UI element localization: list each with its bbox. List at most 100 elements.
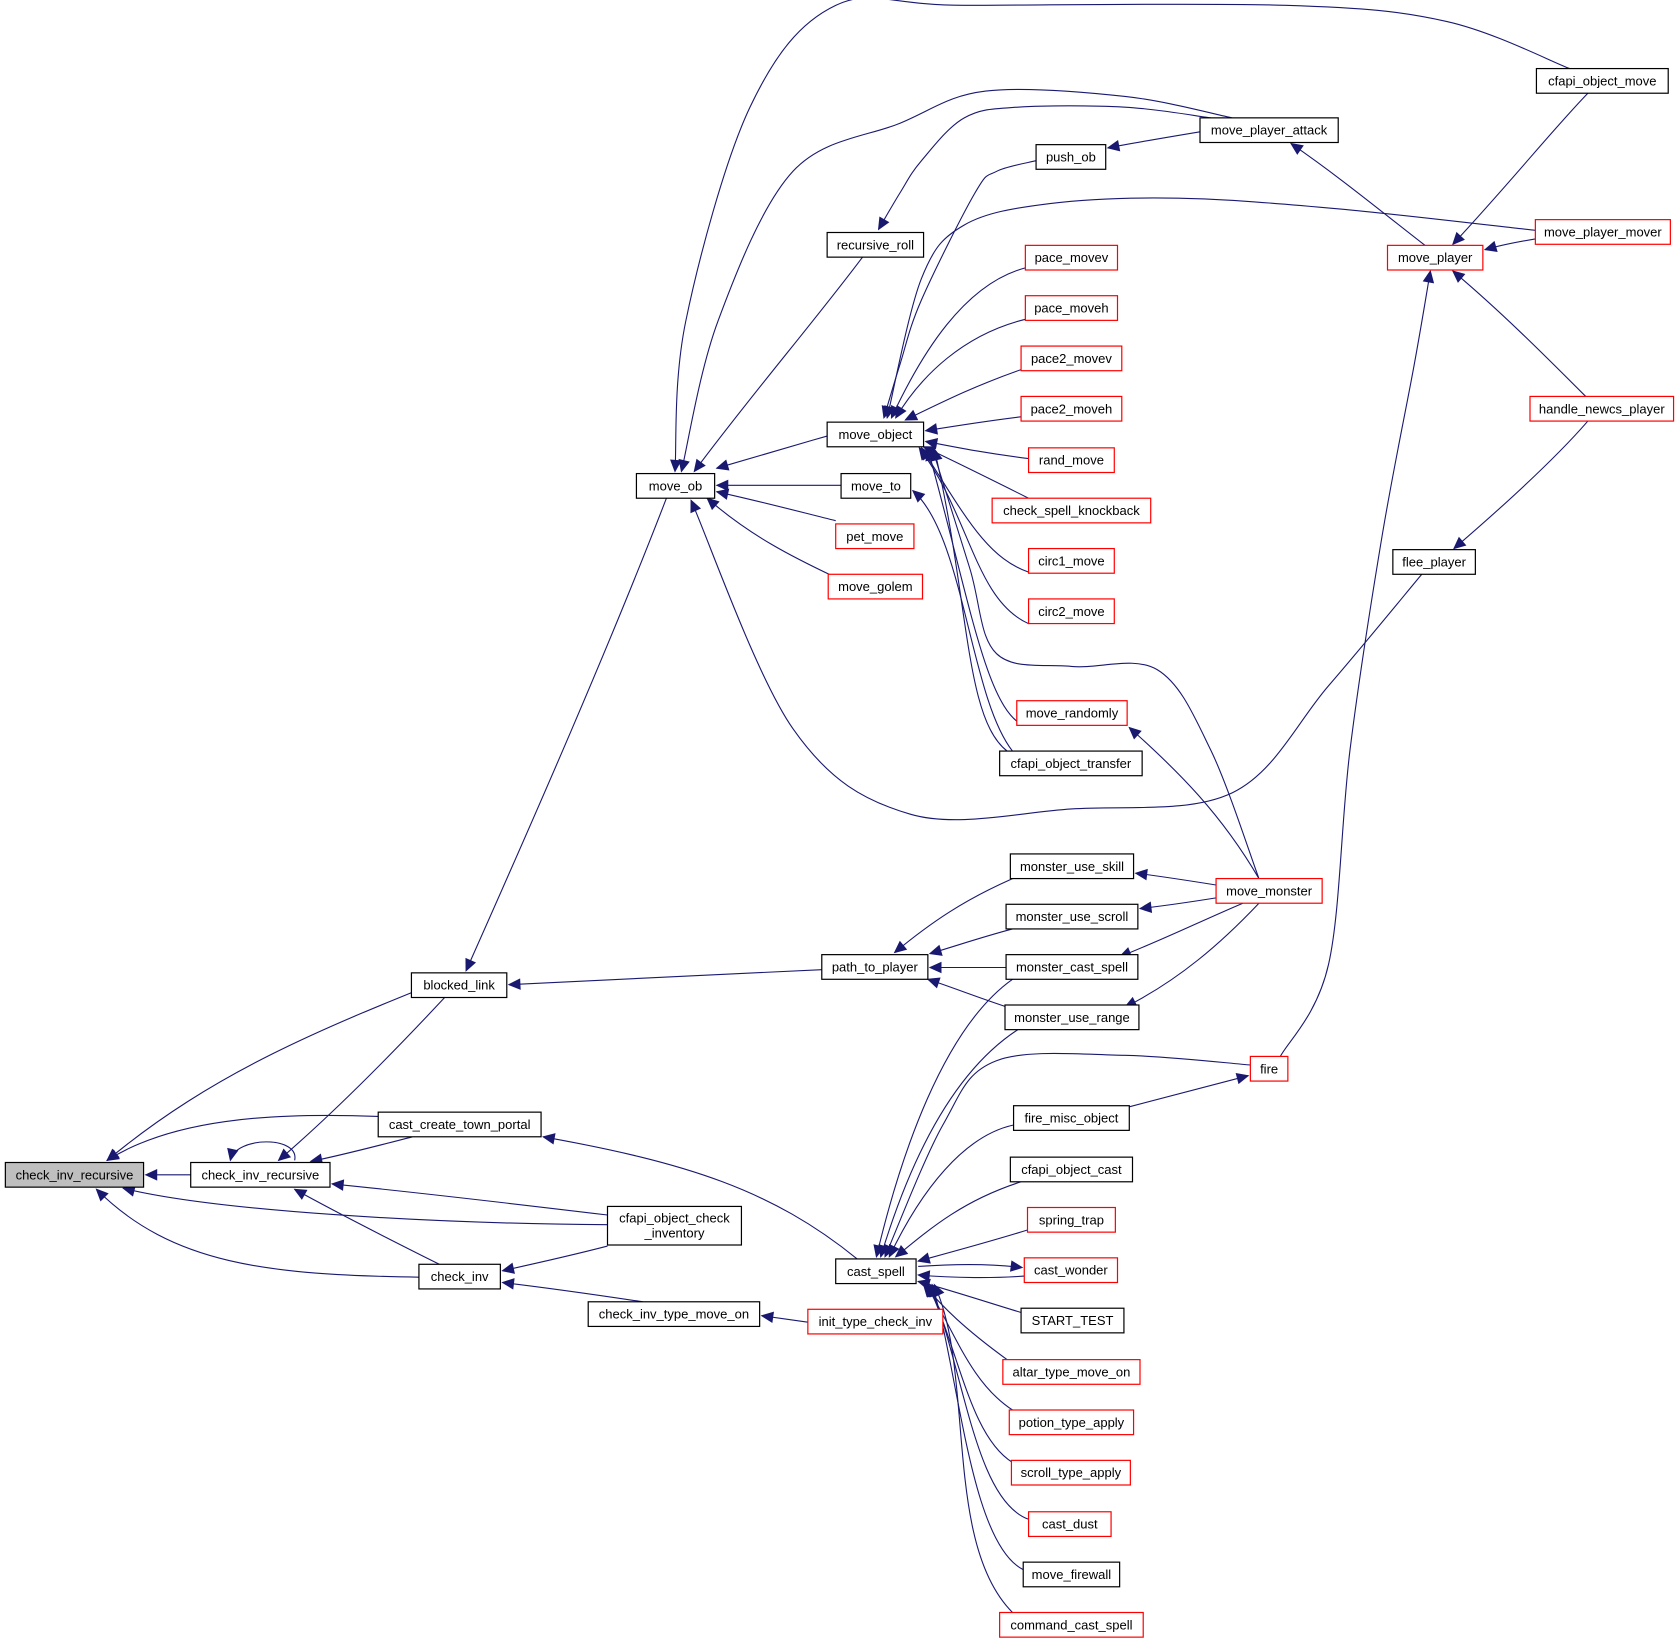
node-recursive-roll[interactable]: recursive_roll: [826, 231, 925, 258]
node-cfapi-object-transfer[interactable]: cfapi_object_transfer: [999, 750, 1143, 777]
node-monster-cast-spell[interactable]: monster_cast_spell: [1005, 954, 1139, 980]
node-box[interactable]: [1009, 1156, 1134, 1183]
node-box[interactable]: [1005, 954, 1139, 980]
node-handle-newcs-player[interactable]: handle_newcs_player: [1529, 395, 1675, 422]
node-box[interactable]: [606, 1205, 743, 1246]
node-box[interactable]: [1020, 345, 1123, 372]
node-box[interactable]: [826, 421, 925, 448]
node-check-spell-knockback[interactable]: check_spell_knockback: [991, 497, 1152, 524]
node-box[interactable]: [190, 1161, 331, 1188]
node-monster-use-scroll[interactable]: monster_use_scroll: [1005, 903, 1139, 930]
node-box[interactable]: [1026, 1206, 1116, 1233]
node-pet-move[interactable]: pet_move: [835, 523, 915, 550]
node-cfapi-object-cast[interactable]: cfapi_object_cast: [1009, 1156, 1134, 1183]
node-cfapi-object-check-inventory[interactable]: cfapi_object_check_inventory: [606, 1205, 743, 1246]
node-box[interactable]: [1012, 1105, 1130, 1131]
node-box[interactable]: [1022, 1561, 1121, 1588]
node-cfapi-object-move[interactable]: cfapi_object_move: [1535, 67, 1669, 94]
node-move-randomly[interactable]: move_randomly: [1016, 700, 1128, 726]
node-move-player-mover[interactable]: move_player_mover: [1534, 219, 1671, 245]
node-box[interactable]: [1005, 903, 1139, 930]
node-fire-misc-object[interactable]: fire_misc_object: [1012, 1105, 1130, 1131]
node-scroll-type-apply[interactable]: scroll_type_apply: [1010, 1459, 1131, 1486]
node-box[interactable]: [1529, 395, 1675, 422]
node-move-monster[interactable]: move_monster: [1215, 877, 1323, 904]
node-box[interactable]: [1027, 547, 1115, 574]
node-box[interactable]: [840, 472, 912, 499]
node-move-object[interactable]: move_object: [826, 421, 925, 448]
node-circ2-move[interactable]: circ2_move: [1027, 598, 1115, 625]
node-fire[interactable]: fire: [1249, 1055, 1289, 1082]
node-box[interactable]: [1024, 295, 1119, 321]
node-check-inv-type-move-on[interactable]: check_inv_type_move_on: [587, 1301, 761, 1328]
node-box[interactable]: [1215, 877, 1323, 904]
node-pace-movev[interactable]: pace_movev: [1024, 244, 1119, 271]
node-box[interactable]: [827, 573, 924, 600]
node-move-golem[interactable]: move_golem: [827, 573, 924, 600]
node-box[interactable]: [1027, 1511, 1112, 1538]
node-box[interactable]: [807, 1308, 944, 1335]
node-box[interactable]: [835, 1258, 917, 1285]
node-box[interactable]: [377, 1111, 542, 1138]
node-box[interactable]: [1020, 1307, 1125, 1334]
node-path-to-player[interactable]: path_to_player: [821, 954, 929, 980]
node-command-cast-spell[interactable]: command_cast_spell: [999, 1611, 1144, 1638]
node-box[interactable]: [991, 497, 1152, 524]
node-pace-moveh[interactable]: pace_moveh: [1024, 295, 1119, 321]
node-box[interactable]: [1016, 700, 1128, 726]
node-box[interactable]: [1249, 1055, 1289, 1082]
node-flee-player[interactable]: flee_player: [1392, 549, 1476, 575]
node-box[interactable]: [826, 231, 925, 258]
node-blocked-link[interactable]: blocked_link: [410, 972, 508, 999]
node-circ1-move[interactable]: circ1_move: [1027, 547, 1115, 574]
node-box[interactable]: [587, 1301, 761, 1328]
node-move-player[interactable]: move_player: [1386, 244, 1484, 271]
node-box[interactable]: [1023, 1257, 1119, 1284]
node-box[interactable]: [1020, 395, 1123, 422]
node-cast-dust[interactable]: cast_dust: [1027, 1511, 1112, 1538]
node-box[interactable]: [410, 972, 508, 999]
node-box[interactable]: [1392, 549, 1476, 575]
node-box[interactable]: [1008, 1409, 1135, 1436]
node-box[interactable]: [1035, 144, 1107, 170]
node-altar-type-move-on[interactable]: altar_type_move_on: [1002, 1359, 1141, 1385]
node-init-type-check-inv[interactable]: init_type_check_inv: [807, 1308, 944, 1335]
node-box[interactable]: [1010, 1459, 1131, 1486]
node-move-ob[interactable]: move_ob: [635, 472, 716, 499]
node-box[interactable]: [1009, 853, 1135, 880]
node-potion-type-apply[interactable]: potion_type_apply: [1008, 1409, 1135, 1436]
node-root[interactable]: check_inv_recursive: [4, 1161, 145, 1188]
node-box[interactable]: [1386, 244, 1484, 271]
node-pace2-moveh[interactable]: pace2_moveh: [1020, 395, 1123, 422]
node-box[interactable]: [1535, 67, 1669, 94]
node-box[interactable]: [821, 954, 929, 980]
node-monster-use-skill[interactable]: monster_use_skill: [1009, 853, 1135, 880]
node-START-TEST[interactable]: START_TEST: [1020, 1307, 1125, 1334]
node-monster-use-range[interactable]: monster_use_range: [1004, 1004, 1140, 1031]
node-spring-trap[interactable]: spring_trap: [1026, 1206, 1116, 1233]
node-box[interactable]: [1027, 598, 1115, 625]
node-cast-spell[interactable]: cast_spell: [835, 1258, 917, 1285]
node-move-to[interactable]: move_to: [840, 472, 912, 499]
node-move-firewall[interactable]: move_firewall: [1022, 1561, 1121, 1588]
node-check-inv-recursive[interactable]: check_inv_recursive: [190, 1161, 331, 1188]
node-box[interactable]: [1199, 117, 1339, 144]
node-check-inv[interactable]: check_inv: [418, 1263, 501, 1290]
node-box[interactable]: [1027, 447, 1115, 474]
node-push-ob[interactable]: push_ob: [1035, 144, 1107, 170]
node-box[interactable]: [835, 523, 915, 550]
node-cast-create-town-portal[interactable]: cast_create_town_portal: [377, 1111, 542, 1138]
node-box[interactable]: [1024, 244, 1119, 271]
node-cast-wonder[interactable]: cast_wonder: [1023, 1257, 1119, 1284]
node-box[interactable]: [1002, 1359, 1141, 1385]
node-box[interactable]: [1004, 1004, 1140, 1031]
node-box[interactable]: [999, 1611, 1144, 1638]
node-move-player-attack[interactable]: move_player_attack: [1199, 117, 1339, 144]
node-pace2-movev[interactable]: pace2_movev: [1020, 345, 1123, 372]
node-box[interactable]: [999, 750, 1143, 777]
node-rand-move[interactable]: rand_move: [1027, 447, 1115, 474]
node-box[interactable]: [4, 1161, 145, 1188]
node-box[interactable]: [418, 1263, 501, 1290]
node-box[interactable]: [1534, 219, 1671, 245]
node-box[interactable]: [635, 472, 716, 499]
